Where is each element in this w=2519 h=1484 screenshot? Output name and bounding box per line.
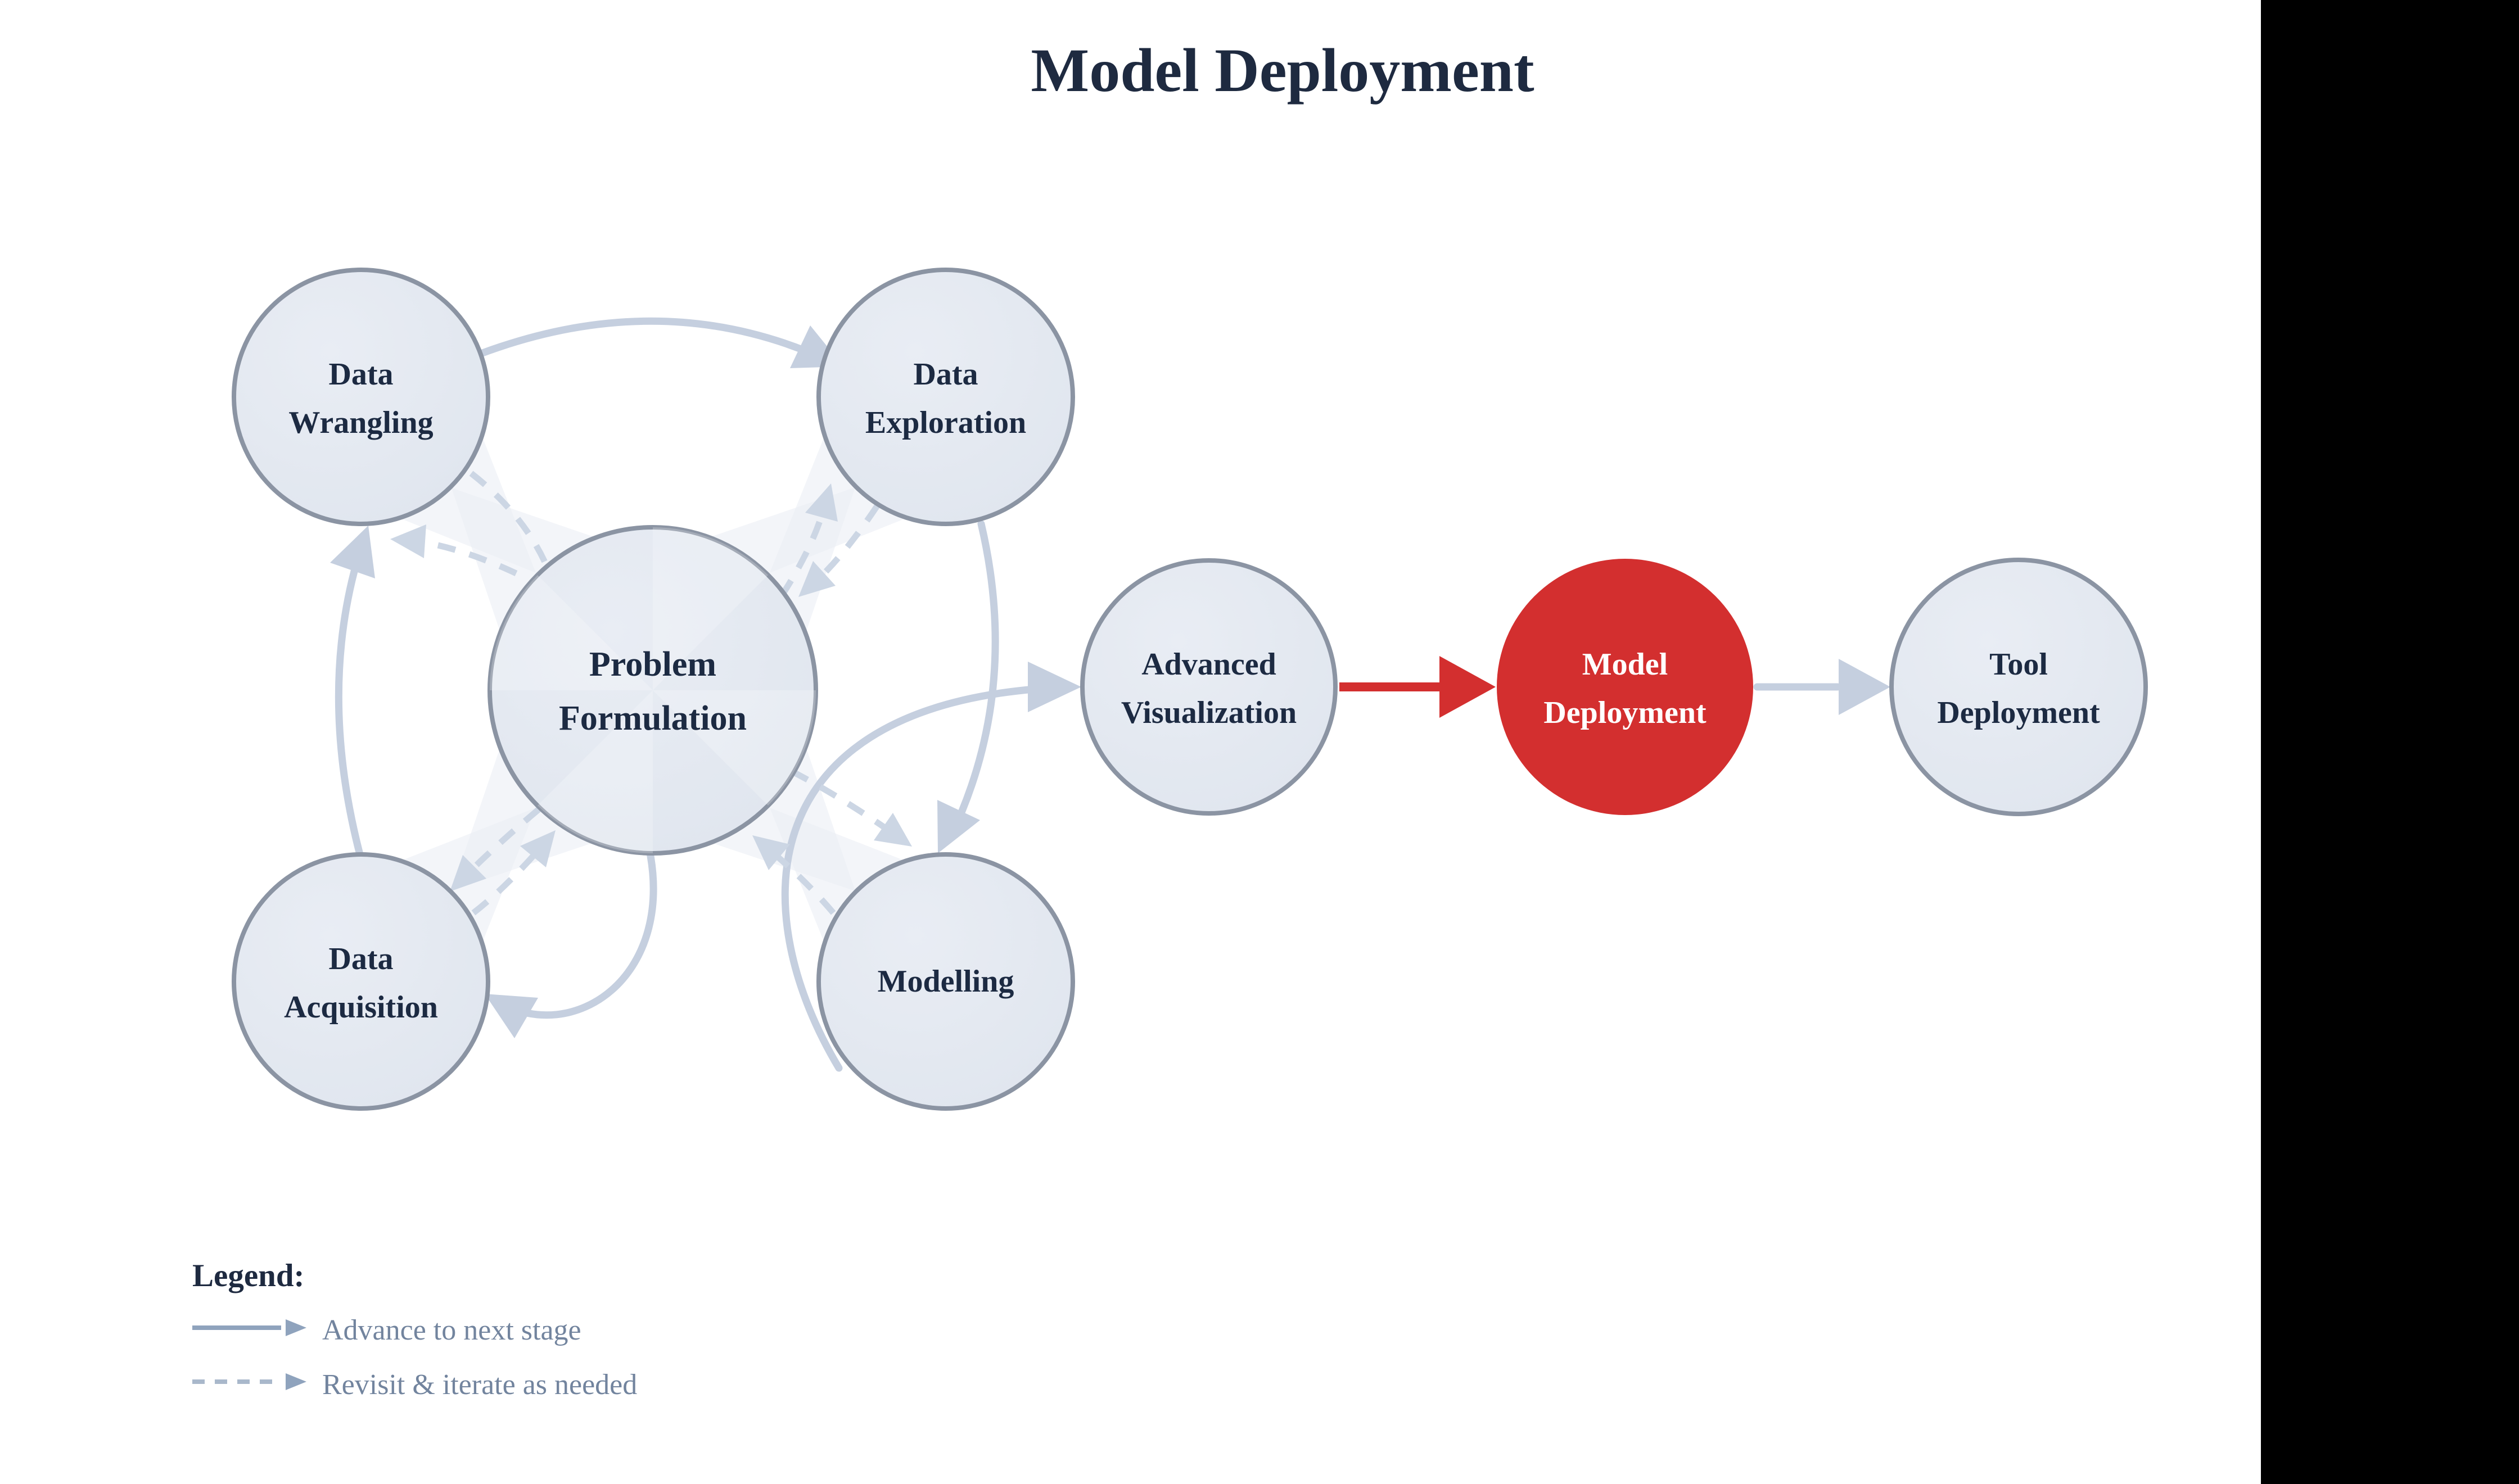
legend-item-label: Advance to next stage <box>322 1314 581 1346</box>
right-side-black-bar <box>2261 0 2519 1484</box>
legend-heading: Legend: <box>192 1258 305 1293</box>
node-label-line2: Exploration <box>865 405 1026 440</box>
node-model-deployment-highlighted: Model Deployment <box>1497 559 1753 815</box>
page-title: Model Deployment <box>1031 36 1534 105</box>
node-circle <box>232 268 490 526</box>
node-circle <box>487 525 818 856</box>
arrow-dashed-data-acquisition-to-problem-formulation <box>471 830 556 916</box>
node-data-exploration: Data Exploration <box>816 268 1075 526</box>
node-label-line1: Data <box>328 357 393 392</box>
node-advanced-visualization: Advanced Visualization <box>1080 558 1338 816</box>
node-data-acquisition: Data Acquisition <box>232 852 490 1111</box>
node-label-line2: Wrangling <box>288 405 433 440</box>
solid-arrows <box>330 317 1890 1072</box>
node-label-line2: Deployment <box>1937 695 2100 730</box>
node-circle <box>232 852 490 1111</box>
arrow-solid-problem-formulation-to-data-acquisition <box>485 846 657 1038</box>
highlight-arrow-head <box>1439 656 1496 718</box>
node-label-line1: Modelling <box>878 964 1014 999</box>
legend-dashed-arrowhead-icon <box>286 1373 306 1390</box>
legend: Legend: Advance to next stage Revisit & … <box>192 1258 637 1401</box>
node-label-line1: Data <box>913 357 978 392</box>
node-label-line1: Model <box>1582 647 1668 682</box>
arrow-solid-data-acquisition-to-data-wrangling <box>330 526 375 858</box>
arrow-highlight-advanced-visualization-to-model-deployment <box>1339 656 1496 718</box>
arrow-solid-modelling-to-advanced-visualization <box>781 662 1081 1072</box>
node-label-line2: Acquisition <box>284 990 438 1025</box>
node-circle <box>816 268 1075 526</box>
legend-solid-arrowhead-icon <box>286 1319 306 1336</box>
arrow-dashed-problem-formulation-to-data-wrangling <box>390 524 518 576</box>
arrow-solid-model-deployment-to-tool-deployment <box>1753 659 1890 715</box>
node-problem-formulation: Problem Formulation <box>487 525 818 856</box>
legend-item-solid: Advance to next stage <box>192 1314 581 1346</box>
node-circle <box>816 852 1075 1111</box>
arrow-dashed-problem-formulation-to-data-exploration <box>779 483 838 598</box>
node-label-line2: Deployment <box>1543 695 1707 730</box>
legend-item-dashed: Revisit & iterate as needed <box>192 1369 637 1401</box>
node-label-line1: Advanced <box>1141 647 1276 682</box>
dashed-arrows <box>390 470 912 916</box>
node-circle <box>1080 558 1338 816</box>
node-data-wrangling: Data Wrangling <box>232 268 490 526</box>
hub-pinwheel-shading <box>490 527 816 853</box>
arrow-solid-data-wrangling-to-data-exploration <box>454 317 843 368</box>
node-label-line2: Formulation <box>559 699 747 738</box>
arrow-dashed-data-exploration-to-problem-formulation <box>798 504 880 597</box>
legend-item-label: Revisit & iterate as needed <box>322 1369 637 1401</box>
arrow-dashed-modelling-to-problem-formulation <box>752 835 836 915</box>
node-label-line1: Tool <box>1989 647 2048 682</box>
arrow-dashed-problem-formulation-to-modelling <box>790 768 912 847</box>
node-label-line2: Visualization <box>1121 695 1297 730</box>
node-circle-highlighted <box>1497 559 1753 815</box>
node-label-line1: Data <box>328 942 393 976</box>
node-tool-deployment: Tool Deployment <box>1889 558 2148 816</box>
node-modelling: Modelling <box>816 852 1075 1111</box>
arrow-solid-data-exploration-to-modelling <box>937 520 999 853</box>
arrow-dashed-problem-formulation-to-data-acquisition <box>450 807 541 892</box>
node-label-line1: Problem <box>589 645 716 684</box>
node-circle <box>1889 558 2148 816</box>
